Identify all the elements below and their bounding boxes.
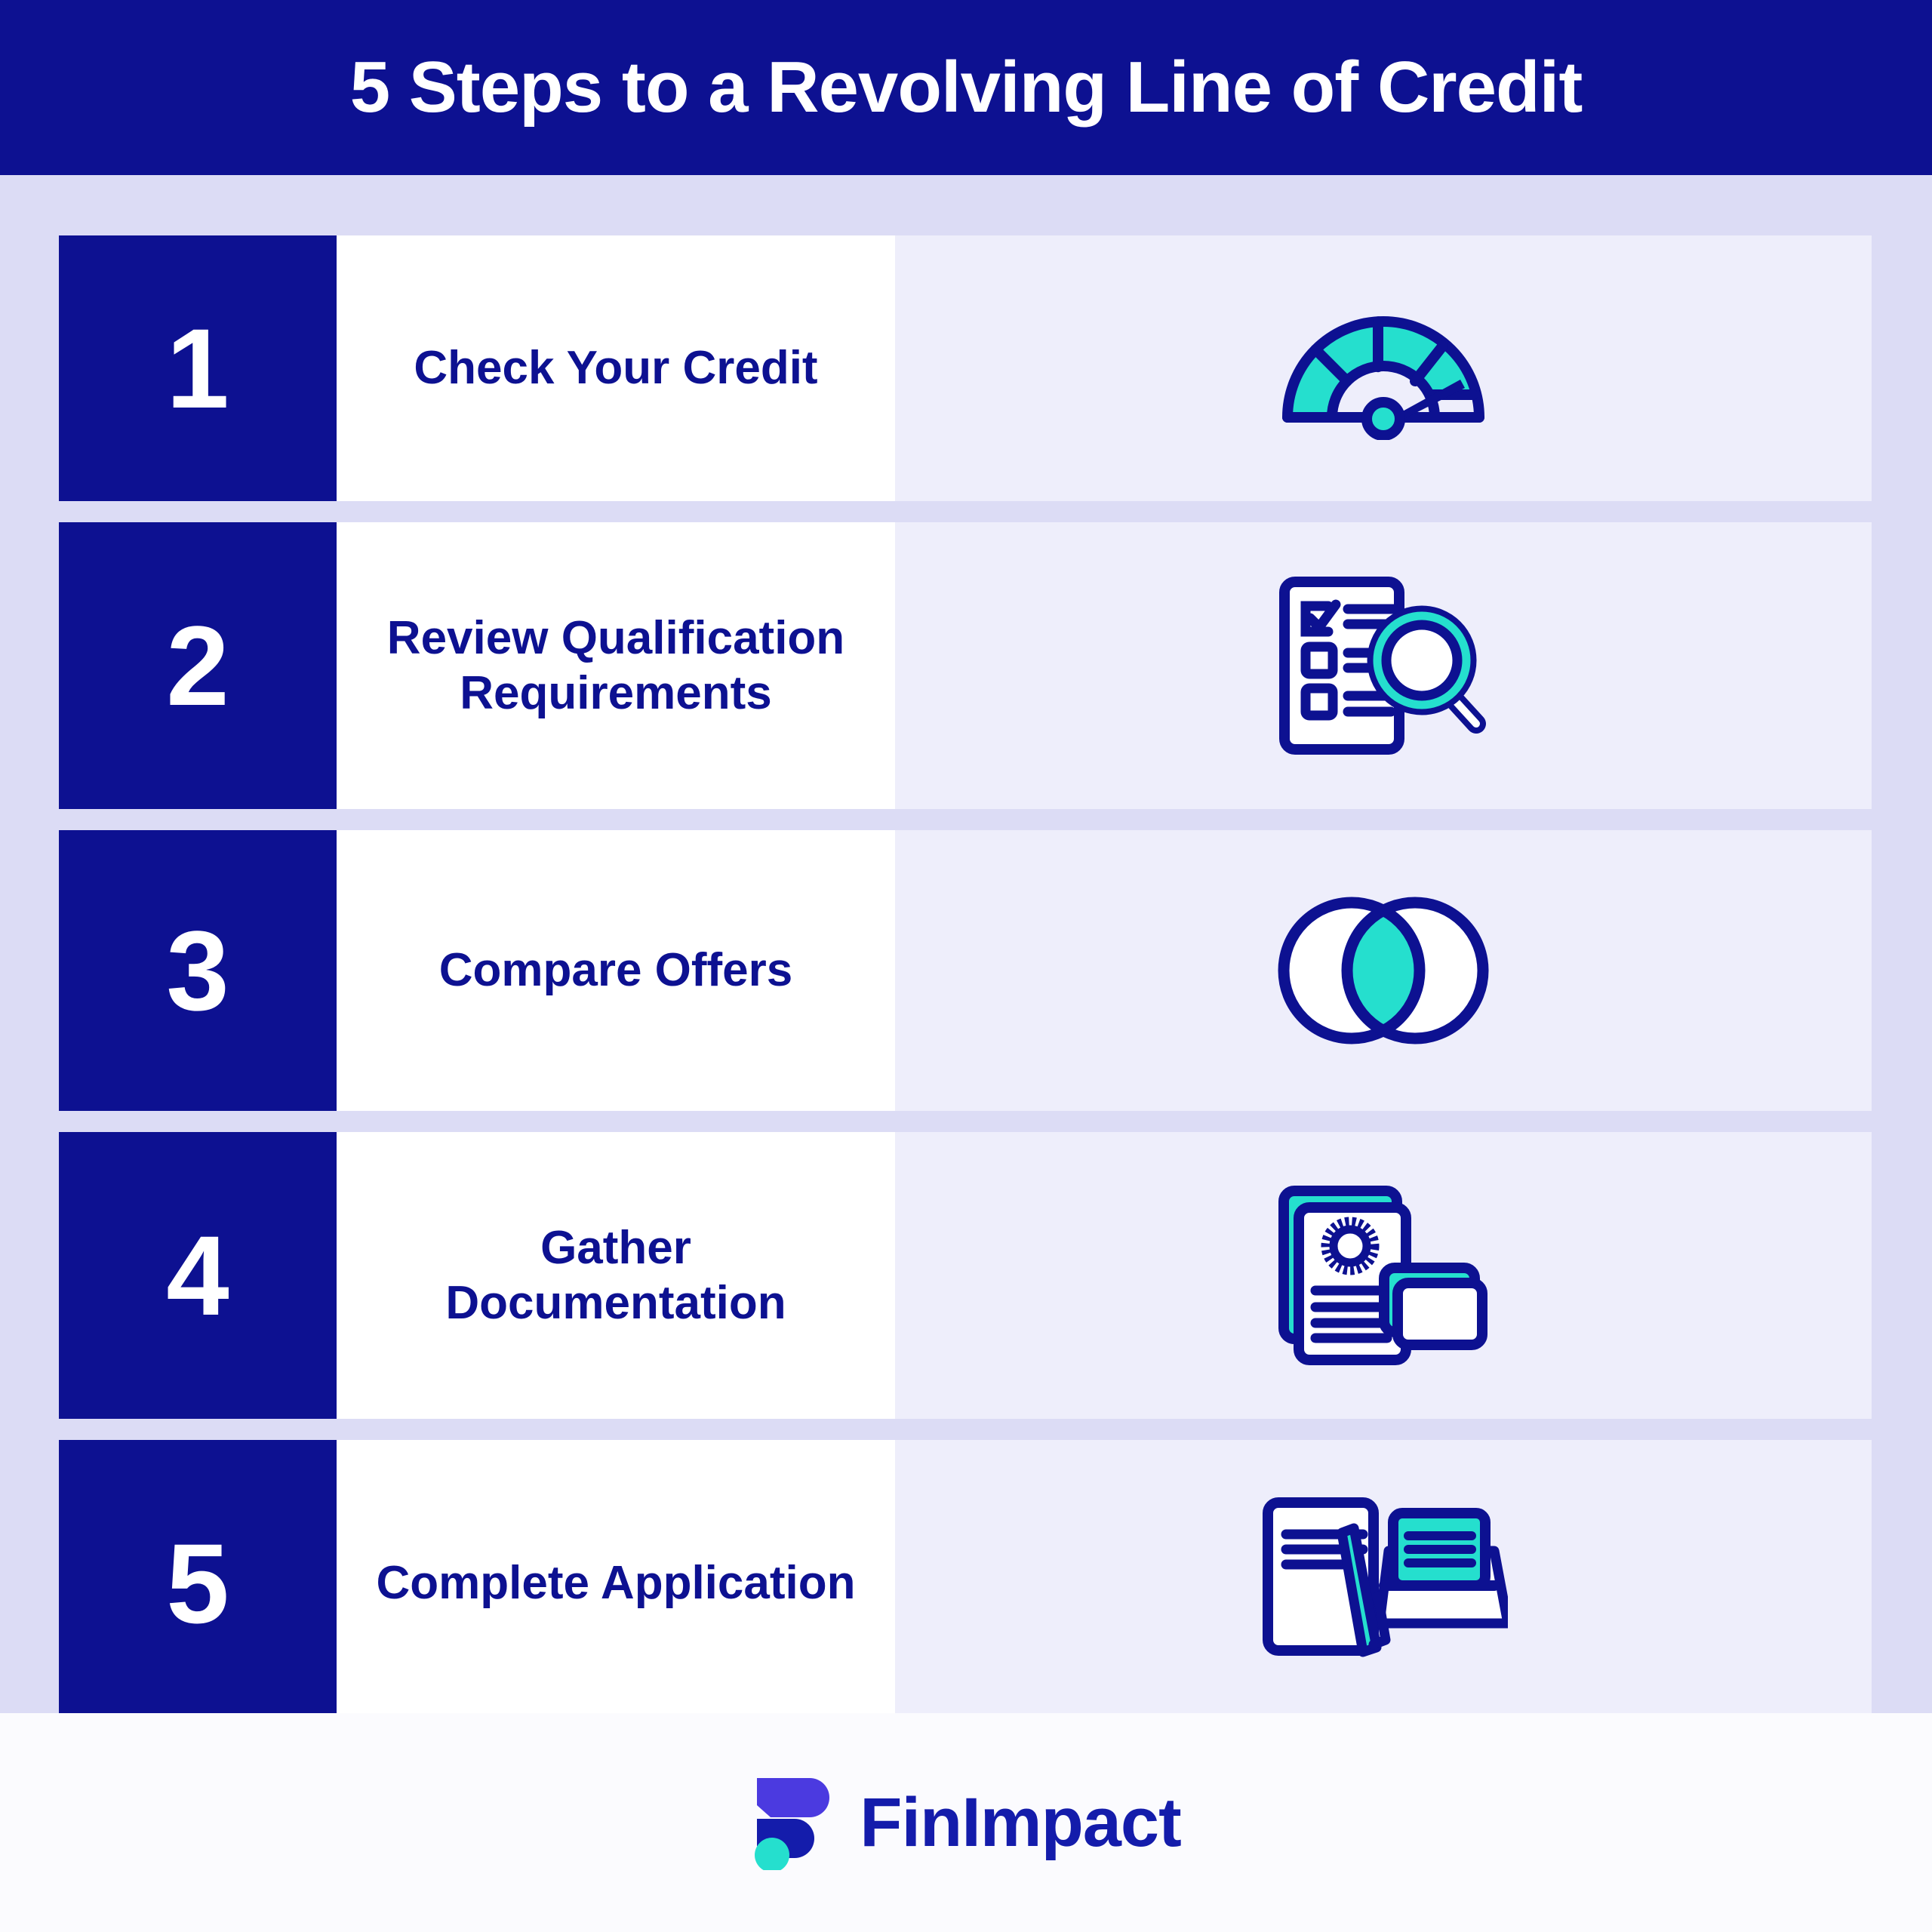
documents-stack-icon xyxy=(1274,1181,1493,1370)
header-bar: 5 Steps to a Revolving Line of Credit xyxy=(0,0,1932,175)
step-title: Check Your Credit xyxy=(414,342,818,395)
step-title: Gather Documentation xyxy=(445,1221,786,1329)
step-icon-panel xyxy=(895,522,1872,809)
application-form-laptop-icon xyxy=(1259,1497,1508,1670)
step-row: 2 Review Qualification Requirements xyxy=(59,522,1872,809)
footer: FinImpact xyxy=(0,1713,1932,1932)
step-row: 4 Gather Documentation xyxy=(59,1132,1872,1419)
brand-logo: FinImpact xyxy=(751,1772,1182,1874)
step-icon-panel xyxy=(895,235,1872,501)
step-icon-panel xyxy=(895,1132,1872,1419)
step-title: Review Qualification Requirements xyxy=(386,611,845,719)
venn-diagram-icon xyxy=(1270,891,1497,1050)
step-icon-panel xyxy=(895,1440,1872,1727)
step-row: 5 Complete Application xyxy=(59,1440,1872,1727)
finimpact-logo-mark xyxy=(751,1772,834,1874)
brand-name: FinImpact xyxy=(860,1784,1181,1861)
step-text-panel: Compare Offers xyxy=(337,830,895,1111)
credit-score-gauge-icon xyxy=(1270,297,1497,440)
step-text-panel: Complete Application xyxy=(337,1440,895,1727)
step-number: 5 xyxy=(166,1520,229,1647)
step-row: 3 Compare Offers xyxy=(59,830,1872,1111)
page-title: 5 Steps to a Revolving Line of Credit xyxy=(349,47,1583,128)
checklist-magnifier-icon xyxy=(1274,571,1493,760)
steps-list: 1 Check Your Credit xyxy=(59,235,1872,1748)
step-text-panel: Gather Documentation xyxy=(337,1132,895,1419)
step-number-block: 1 xyxy=(59,235,337,501)
step-number: 2 xyxy=(166,602,229,729)
step-row: 1 Check Your Credit xyxy=(59,235,1872,501)
step-number: 4 xyxy=(166,1212,229,1339)
step-number-block: 3 xyxy=(59,830,337,1111)
step-number-block: 2 xyxy=(59,522,337,809)
step-title: Compare Offers xyxy=(438,944,793,997)
step-number: 3 xyxy=(166,907,229,1034)
step-icon-panel xyxy=(895,830,1872,1111)
step-number: 1 xyxy=(166,305,229,432)
step-text-panel: Check Your Credit xyxy=(337,235,895,501)
step-title: Complete Application xyxy=(376,1557,856,1610)
step-text-panel: Review Qualification Requirements xyxy=(337,522,895,809)
step-number-block: 5 xyxy=(59,1440,337,1727)
step-number-block: 4 xyxy=(59,1132,337,1419)
